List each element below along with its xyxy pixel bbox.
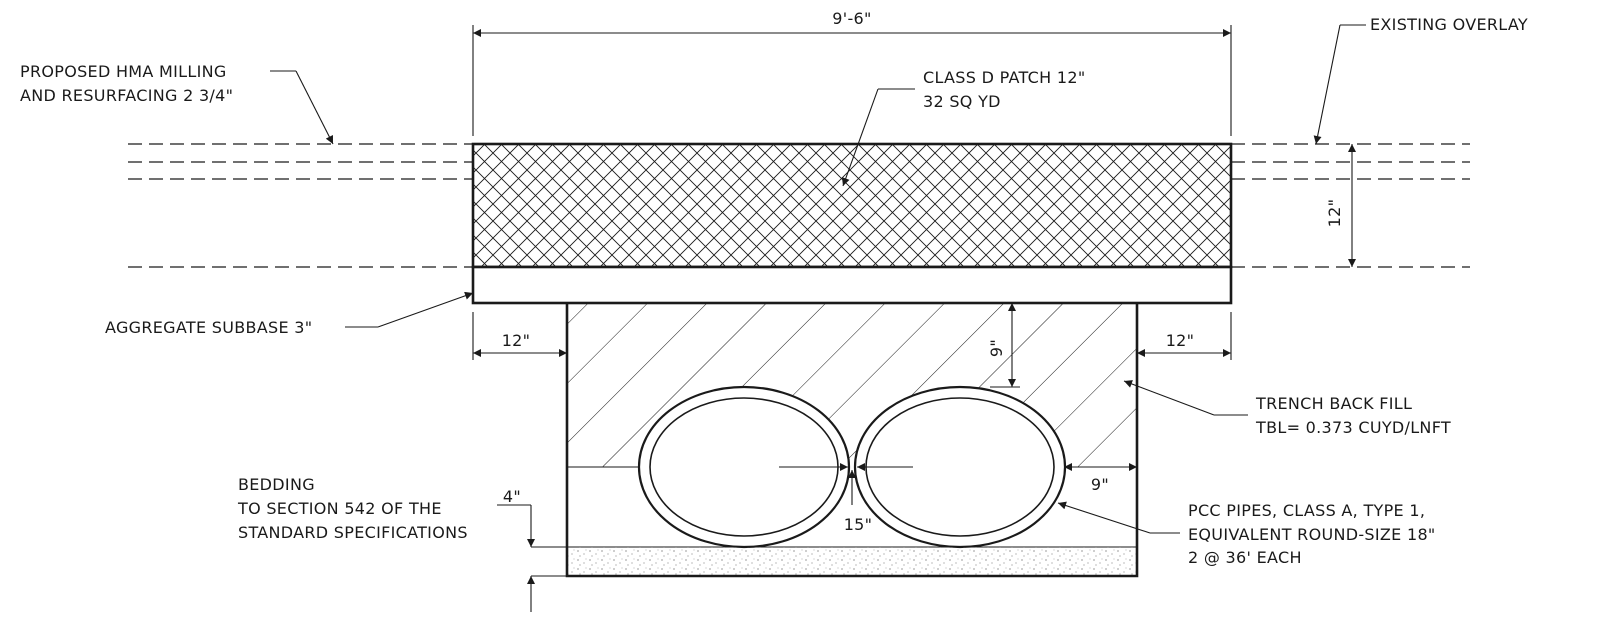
dimension-right-offset: 12" bbox=[1137, 312, 1232, 360]
dimension-total-width-text: 9'-6" bbox=[832, 9, 871, 28]
leader-existing-overlay: EXISTING OVERLAY bbox=[1313, 15, 1528, 145]
label-milling-line2: AND RESURFACING 2 3/4" bbox=[20, 86, 233, 105]
label-patch-line1: CLASS D PATCH 12" bbox=[923, 68, 1085, 87]
leader-backfill: TRENCH BACK FILL TBL= 0.373 CUYD/LNFT bbox=[1123, 380, 1451, 437]
label-pipes-line2: EQUIVALENT ROUND-SIZE 18" bbox=[1188, 525, 1436, 544]
label-backfill-line2: TBL= 0.373 CUYD/LNFT bbox=[1255, 418, 1451, 437]
dimension-pipe-gap: 15" bbox=[779, 463, 913, 534]
label-existing-overlay: EXISTING OVERLAY bbox=[1370, 15, 1528, 34]
label-pipes-line3: 2 @ 36' EACH bbox=[1188, 548, 1302, 567]
dimension-left-offset-text: 12" bbox=[502, 331, 531, 350]
leader-subbase: AGGREGATE SUBBASE 3" bbox=[105, 291, 474, 337]
label-pipes-line1: PCC PIPES, CLASS A, TYPE 1, bbox=[1188, 501, 1425, 520]
dimension-left-offset: 12" bbox=[472, 312, 567, 360]
trench-outline bbox=[565, 303, 1139, 578]
dimension-pipe-gap-text: 15" bbox=[844, 515, 873, 534]
label-patch-line2: 32 SQ YD bbox=[923, 92, 1001, 111]
label-milling-line1: PROPOSED HMA MILLING bbox=[20, 62, 227, 81]
dimension-bedding: 4" bbox=[497, 487, 567, 612]
existing-pavement-lines bbox=[128, 143, 1470, 268]
dimension-side-clearance-text: 9" bbox=[1091, 475, 1109, 494]
dimension-patch-depth-text: 12" bbox=[1325, 199, 1344, 228]
dimension-cover-text: 9" bbox=[987, 339, 1006, 357]
dimension-total-width: 9'-6" bbox=[472, 9, 1232, 136]
label-backfill-line1: TRENCH BACK FILL bbox=[1255, 394, 1412, 413]
leader-patch: CLASS D PATCH 12" 32 SQ YD bbox=[841, 68, 1085, 187]
dimension-bedding-text: 4" bbox=[503, 487, 521, 506]
class-d-patch-area bbox=[471, 142, 1233, 269]
dimension-right-offset-text: 12" bbox=[1166, 331, 1195, 350]
label-bedding-line2: TO SECTION 542 OF THE bbox=[237, 499, 442, 518]
aggregate-subbase-layer bbox=[471, 265, 1233, 305]
leader-milling: PROPOSED HMA MILLING AND RESURFACING 2 3… bbox=[20, 62, 334, 145]
pcc-pipes bbox=[637, 385, 1067, 549]
label-subbase: AGGREGATE SUBBASE 3" bbox=[105, 318, 312, 337]
label-bedding-line3: STANDARD SPECIFICATIONS bbox=[238, 523, 468, 542]
label-bedding: BEDDING TO SECTION 542 OF THE STANDARD S… bbox=[237, 475, 468, 542]
trench-backfill-area bbox=[567, 303, 1137, 548]
bedding-layer bbox=[567, 547, 1137, 576]
dimension-side-clearance: 9" bbox=[1064, 463, 1137, 494]
leader-pipes: PCC PIPES, CLASS A, TYPE 1, EQUIVALENT R… bbox=[1057, 501, 1436, 567]
dimension-cover: 9" bbox=[987, 303, 1020, 388]
label-bedding-line1: BEDDING bbox=[238, 475, 315, 494]
dimension-patch-depth: 12" bbox=[1325, 144, 1356, 267]
